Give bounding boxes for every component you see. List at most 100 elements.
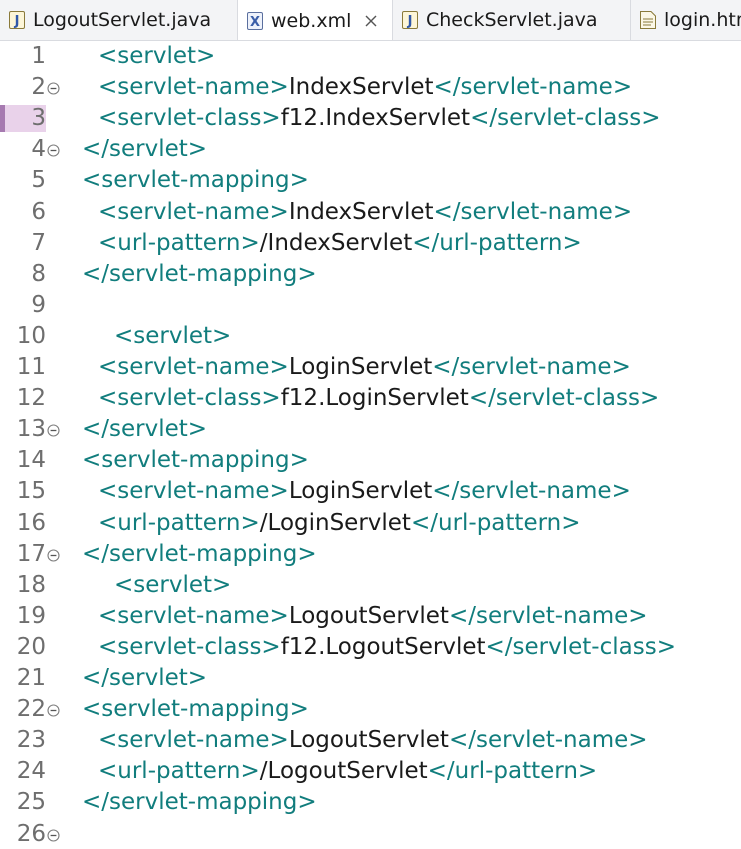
xml-text: f12.IndexServlet xyxy=(280,105,471,132)
code-text: <servlet-name>IndexServlet</servlet-name… xyxy=(98,197,632,228)
code-line[interactable]: 25</servlet-mapping> xyxy=(0,787,741,818)
code-line[interactable]: 23<servlet-name>LogoutServlet</servlet-n… xyxy=(0,725,741,756)
xml-tag: </url-pattern> xyxy=(427,758,598,785)
xml-text: LoginServlet xyxy=(288,478,433,505)
xml-tag: </servlet-name> xyxy=(433,74,633,101)
code-text: <servlet-class>f12.LogoutServlet</servle… xyxy=(98,632,676,663)
xml-tag: </servlet-class> xyxy=(468,385,660,412)
xml-tag: </servlet> xyxy=(82,665,208,691)
xml-tag: <servlet-name> xyxy=(98,354,289,380)
code-text: <servlet-mapping> xyxy=(82,165,309,196)
xml-tag: </url-pattern> xyxy=(412,229,582,256)
code-line[interactable]: 26 xyxy=(0,819,741,849)
xml-tag: <servlet-mapping> xyxy=(82,696,309,723)
xml-tag: <url-pattern> xyxy=(98,758,260,785)
xml-tag: <servlet-class> xyxy=(98,385,281,412)
code-line[interactable]: 20<servlet-class>f12.LogoutServlet</serv… xyxy=(0,632,741,663)
xml-text: /LogoutServlet xyxy=(259,758,428,785)
code-line[interactable]: 4 </servlet> xyxy=(0,134,741,165)
code-line[interactable]: 6 <servlet-name>IndexServlet</servlet-nam… xyxy=(0,197,741,228)
xml-tag: </servlet-mapping> xyxy=(82,789,317,816)
xml-tag: <url-pattern> xyxy=(98,229,260,256)
line-number: 3 xyxy=(31,105,46,132)
fold-collapse-icon[interactable] xyxy=(47,422,60,437)
fold-collapse-icon[interactable] xyxy=(47,80,60,95)
code-text: <servlet-mapping> xyxy=(82,694,309,725)
line-number: 6 xyxy=(31,198,46,225)
line-number: 4 xyxy=(31,136,46,163)
code-text: <servlet> xyxy=(98,41,215,72)
xml-text: LoginServlet xyxy=(288,354,433,380)
code-line[interactable]: 18<servlet> xyxy=(0,570,741,601)
code-text: <url-pattern>/LogoutServlet</url-pattern… xyxy=(98,756,597,787)
code-line[interactable]: 17 </servlet-mapping> xyxy=(0,539,741,570)
line-number: 15 xyxy=(16,478,46,505)
code-line[interactable]: 3<servlet-class>f12.IndexServlet</servle… xyxy=(0,103,741,134)
close-icon[interactable] xyxy=(363,13,379,29)
code-line[interactable]: 8</servlet-mapping> xyxy=(0,259,741,290)
code-line[interactable]: 12<servlet-class>f12.LoginServlet</servl… xyxy=(0,383,741,414)
code-line[interactable]: 13</servlet> xyxy=(0,414,741,445)
line-number: 9 xyxy=(31,291,46,318)
code-line[interactable]: 22<servlet-mapping> xyxy=(0,694,741,725)
svg-text:X: X xyxy=(250,15,260,30)
code-line[interactable]: 15 <servlet-name>LoginServlet</servlet-na… xyxy=(0,476,741,507)
code-line[interactable]: 9 xyxy=(0,290,741,321)
xml-tag: <servlet-name> xyxy=(98,727,289,754)
xml-tag: </servlet-name> xyxy=(432,478,631,505)
line-number: 14 xyxy=(16,447,46,474)
code-line[interactable]: 16 <url-pattern>/LoginServlet</url-patter… xyxy=(0,508,741,539)
xml-tag: </url-pattern> xyxy=(410,509,581,536)
java-file-icon: J xyxy=(402,11,418,29)
line-number: 2 xyxy=(31,74,46,101)
xml-tag: </servlet> xyxy=(82,136,208,163)
code-line[interactable]: 24 <url-pattern>/LogoutServlet</url-patte… xyxy=(0,756,741,787)
line-number: 21 xyxy=(16,665,46,691)
xml-tag: </servlet-name> xyxy=(432,354,631,380)
code-text: </servlet> xyxy=(82,134,207,165)
code-text: <url-pattern>/LoginServlet</url-pattern> xyxy=(98,508,581,539)
code-text: </servlet-mapping> xyxy=(82,787,317,818)
xml-tag: </servlet-mapping> xyxy=(82,540,317,567)
xml-text: IndexServlet xyxy=(288,74,434,101)
line-number: 26 xyxy=(16,820,46,847)
fold-collapse-icon[interactable] xyxy=(47,827,60,842)
line-number: 17 xyxy=(16,540,46,567)
xml-tag: </servlet> xyxy=(82,416,208,443)
line-number: 24 xyxy=(16,758,46,785)
fold-collapse-icon[interactable] xyxy=(47,547,60,562)
line-number: 19 xyxy=(16,602,46,629)
code-line[interactable]: 1<servlet> xyxy=(0,41,741,72)
svg-text:J: J xyxy=(14,14,20,29)
xml-tag: <url-pattern> xyxy=(98,509,260,536)
xml-tag: <servlet-class> xyxy=(98,105,281,132)
code-editor-area[interactable]: 1<servlet>2<servlet-name>IndexServlet</s… xyxy=(0,41,741,849)
code-line[interactable]: 5<servlet-mapping> xyxy=(0,165,741,196)
tab-label: web.xml xyxy=(271,9,352,32)
code-line[interactable]: 2 <servlet-name>IndexServlet</servlet-nam… xyxy=(0,72,741,103)
code-text: <servlet-name>LoginServlet</servlet-name… xyxy=(98,476,631,507)
xml-tag: <servlet-name> xyxy=(98,74,289,101)
code-line[interactable]: 10 <servlet> xyxy=(0,321,741,352)
code-line[interactable]: 19<servlet-name>LogoutServlet</servlet-n… xyxy=(0,601,741,632)
fold-collapse-icon[interactable] xyxy=(47,702,60,717)
code-line[interactable]: 14<servlet-mapping> xyxy=(0,445,741,476)
xml-tag: <servlet> xyxy=(114,322,232,349)
code-line[interactable]: 11 <servlet-name>LoginServlet</servlet-na… xyxy=(0,352,741,383)
line-number: 16 xyxy=(16,509,46,536)
code-line[interactable]: 21 </servlet> xyxy=(0,663,741,694)
xml-tag: </servlet-name> xyxy=(448,727,648,754)
code-text: </servlet> xyxy=(82,414,207,445)
tab-login-htm[interactable]: login.htm xyxy=(631,0,741,40)
line-number: 11 xyxy=(16,354,46,380)
fold-collapse-icon[interactable] xyxy=(47,142,60,157)
xml-file-icon: X xyxy=(247,11,263,30)
code-line[interactable]: 7<url-pattern>/IndexServlet</url-pattern… xyxy=(0,228,741,259)
code-text: <servlet-name>IndexServlet</servlet-name… xyxy=(98,72,632,103)
line-number: 10 xyxy=(16,322,46,349)
java-file-icon: J xyxy=(9,11,25,29)
